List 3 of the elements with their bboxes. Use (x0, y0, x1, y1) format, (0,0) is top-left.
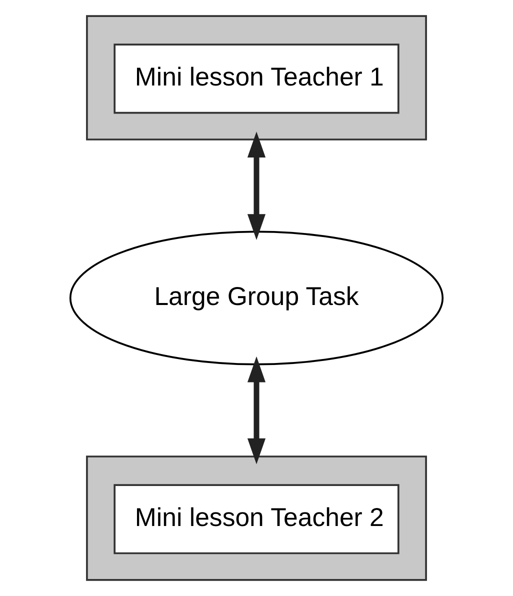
node-ellipse: Large Group Task (69, 230, 444, 366)
arrow (247, 356, 266, 464)
arrow (247, 132, 266, 240)
